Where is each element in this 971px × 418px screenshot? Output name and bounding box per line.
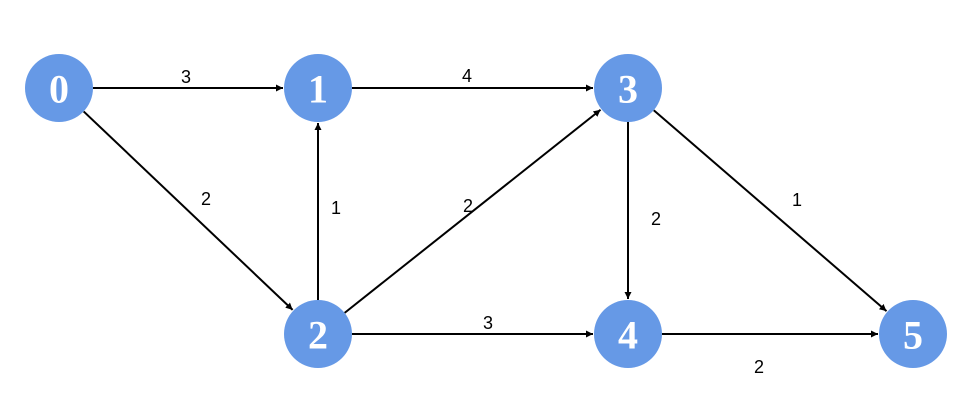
edge-weight-2-to-4: 3 — [483, 313, 493, 333]
edge-2-to-3 — [344, 108, 602, 314]
node-circle-1 — [284, 54, 352, 122]
node-3: 3 — [594, 54, 662, 122]
edge-weight-0-to-1: 3 — [181, 67, 191, 87]
edge-weight-2-to-3: 2 — [463, 196, 473, 216]
node-label-4: 4 — [618, 313, 638, 358]
node-5: 5 — [879, 300, 947, 368]
node-circle-2 — [284, 300, 352, 368]
node-circle-4 — [594, 300, 662, 368]
node-label-5: 5 — [903, 313, 923, 358]
node-circle-3 — [594, 54, 662, 122]
edge-0-to-2 — [82, 110, 294, 311]
node-label-2: 2 — [308, 313, 328, 358]
edge-weight-3-to-5: 1 — [792, 190, 802, 210]
edge-weight-2-to-1: 1 — [331, 198, 341, 218]
node-label-1: 1 — [308, 67, 328, 112]
edges-layer — [82, 84, 888, 338]
node-circle-0 — [25, 54, 93, 122]
node-label-3: 3 — [618, 67, 638, 112]
node-1: 1 — [284, 54, 352, 122]
edge-weight-0-to-2: 2 — [201, 189, 211, 209]
edge-3-to-5 — [653, 109, 888, 312]
edge-weight-4-to-5: 2 — [754, 357, 764, 377]
edge-weight-1-to-3: 4 — [462, 66, 472, 86]
node-2: 2 — [284, 300, 352, 368]
node-label-0: 0 — [49, 67, 69, 112]
nodes-layer: 0 1 2 3 4 5 — [25, 54, 947, 368]
node-4: 4 — [594, 300, 662, 368]
edge-weights-layer: 3 2 4 1 2 3 2 1 2 — [181, 66, 802, 377]
node-0: 0 — [25, 54, 93, 122]
edge-weight-3-to-4: 2 — [651, 209, 661, 229]
node-circle-5 — [879, 300, 947, 368]
